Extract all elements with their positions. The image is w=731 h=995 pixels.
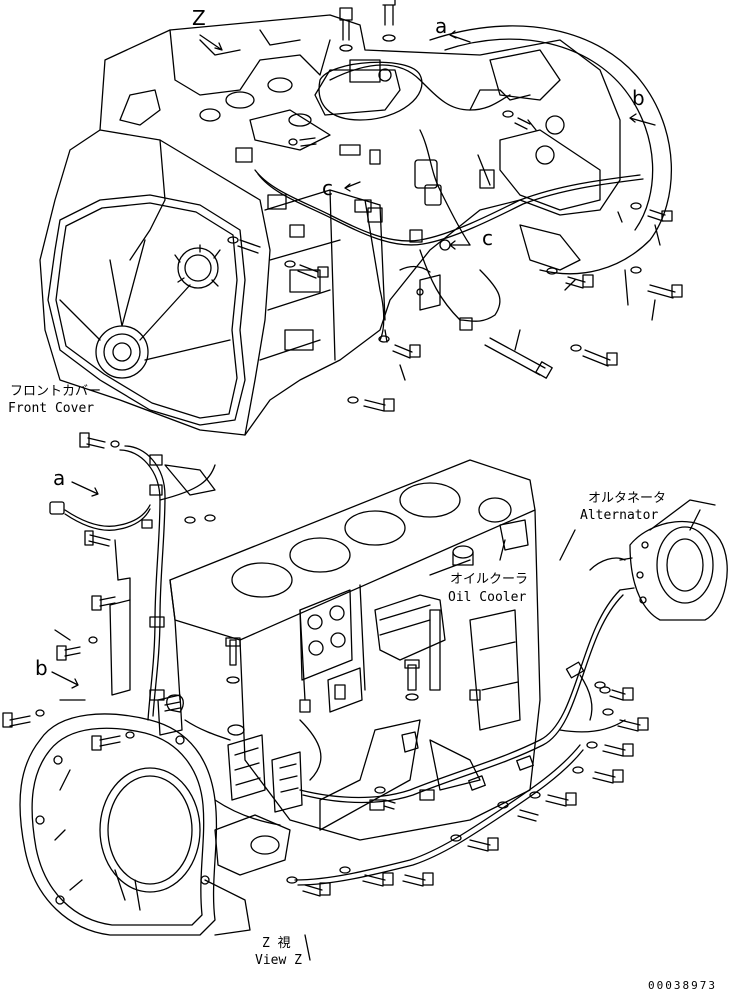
alternator-label-en: Alternator xyxy=(580,508,659,523)
engine-block-side-view xyxy=(19,459,728,936)
top-wiring-harness xyxy=(199,0,683,412)
front-cover-label-jp: フロントカバー xyxy=(10,384,102,399)
document-number: 00038973 xyxy=(648,979,717,992)
side-view-wiring-harness xyxy=(2,432,649,961)
view-label-en: View Z xyxy=(255,953,302,968)
ref-b-bottom: b xyxy=(35,656,48,680)
ref-a-bottom: a xyxy=(53,466,66,490)
view-label-jp: Z 視 xyxy=(262,936,291,951)
alternator-label-jp: オルタネータ xyxy=(588,491,667,506)
engine-block-front-view xyxy=(39,14,672,436)
ref-c-2: c xyxy=(482,226,493,250)
oil-cooler-label-jp: オイルクーラ xyxy=(450,572,529,587)
ref-c-1: c xyxy=(322,176,333,200)
oil-cooler-label-en: Oil Cooler xyxy=(448,590,527,605)
ref-a-top: a xyxy=(435,14,448,38)
ref-b-top: b xyxy=(632,86,645,110)
front-cover-label-en: Front Cover xyxy=(8,401,95,416)
ref-z: Z xyxy=(192,6,206,30)
